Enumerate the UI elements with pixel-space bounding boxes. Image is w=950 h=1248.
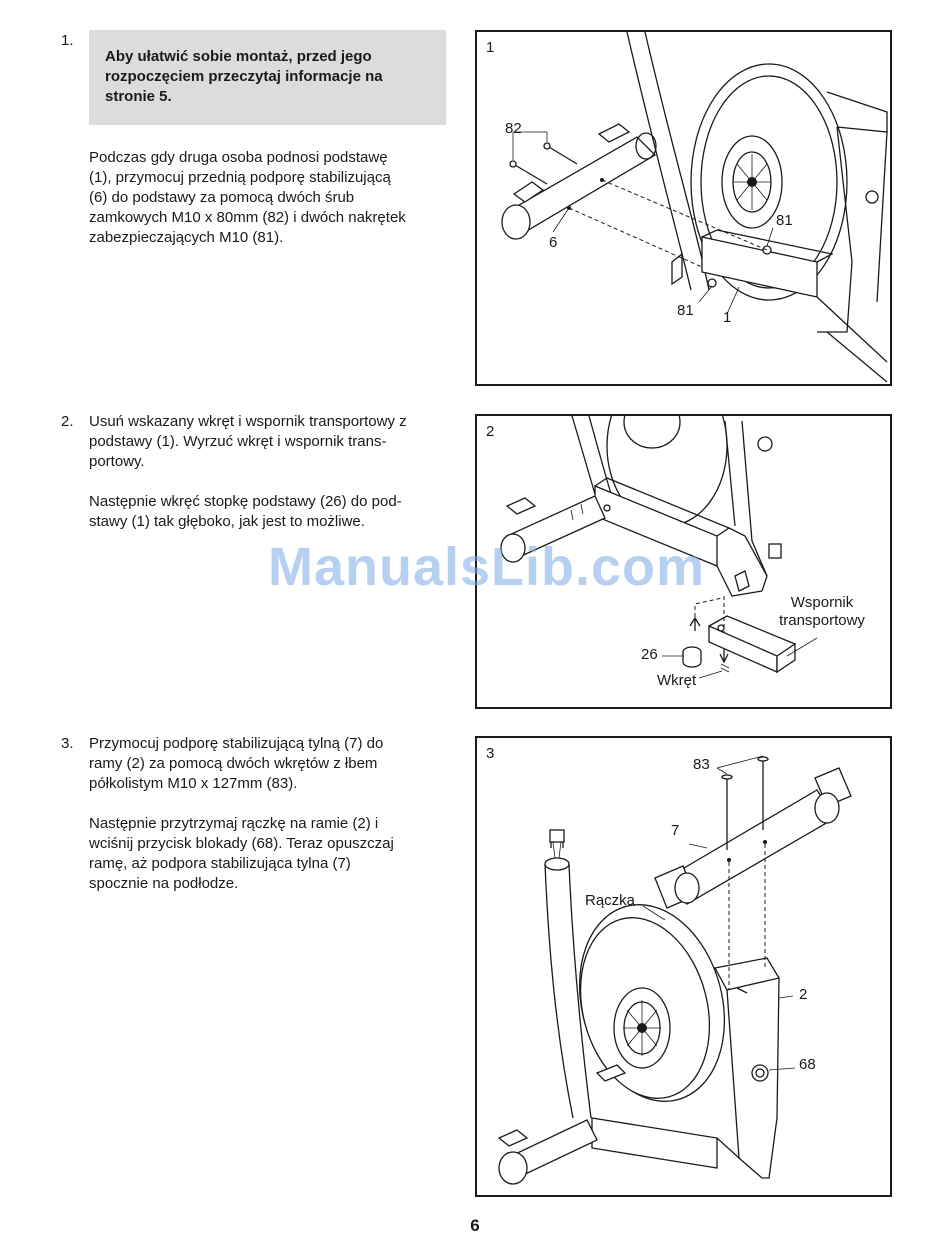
callout-wspornik-transportowy: Wspornik transportowy [779,594,865,629]
step-1-text: Podczas gdy druga osoba podnosi podstawę… [89,148,449,268]
callout-7: 7 [671,822,680,839]
step-2-number: 2. [61,413,74,430]
step-3-number: 3. [61,735,74,752]
callout-83: 83 [693,756,710,773]
callout-raczka: Rączka [585,892,636,909]
step-1-number: 1. [61,32,74,49]
step-3-paragraph-2: Następnie przytrzymaj rączkę na ramie (2… [89,815,394,892]
note-box: Aby ułatwić sobie montaż, przed jego roz… [89,30,446,125]
figure-2-number: 2 [486,423,495,440]
step-2-text: Usuń wskazany wkręt i wspornik transport… [89,412,449,552]
callout-wkret: Wkręt [657,672,697,689]
step-2-paragraph-2: Następnie wkręć stopkę podstawy (26) do … [89,493,402,530]
figure-3-illustration [497,755,852,1185]
figure-1-number: 1 [486,39,495,56]
callout-81-upper: 81 [776,212,793,229]
step-3-paragraph-1: Przymocuj podporę stabilizującą tylną (7… [89,735,384,792]
callout-68: 68 [799,1056,816,1073]
figure-2-illustration [500,416,818,679]
figure-1-illustration [501,32,888,383]
callout-26: 26 [641,646,658,663]
figure-1: 1 82 6 81 81 1 [475,30,892,386]
callout-81-lower: 81 [677,302,694,319]
callout-2: 2 [799,986,808,1003]
callout-82: 82 [505,120,522,137]
callout-1: 1 [723,309,732,326]
figure-3: 3 83 7 Rączka 2 68 [475,736,892,1197]
step-1-paragraph-1: Podczas gdy druga osoba podnosi podstawę… [89,149,406,246]
step-2-paragraph-1: Usuń wskazany wkręt i wspornik transport… [89,413,407,470]
page-number: 6 [470,1216,480,1235]
figure-3-number: 3 [486,745,495,762]
callout-6: 6 [549,234,558,251]
figure-2: 2 Wspornik transportowy 26 Wkręt [475,414,892,709]
step-3-text: Przymocuj podporę stabilizującą tylną (7… [89,734,449,914]
